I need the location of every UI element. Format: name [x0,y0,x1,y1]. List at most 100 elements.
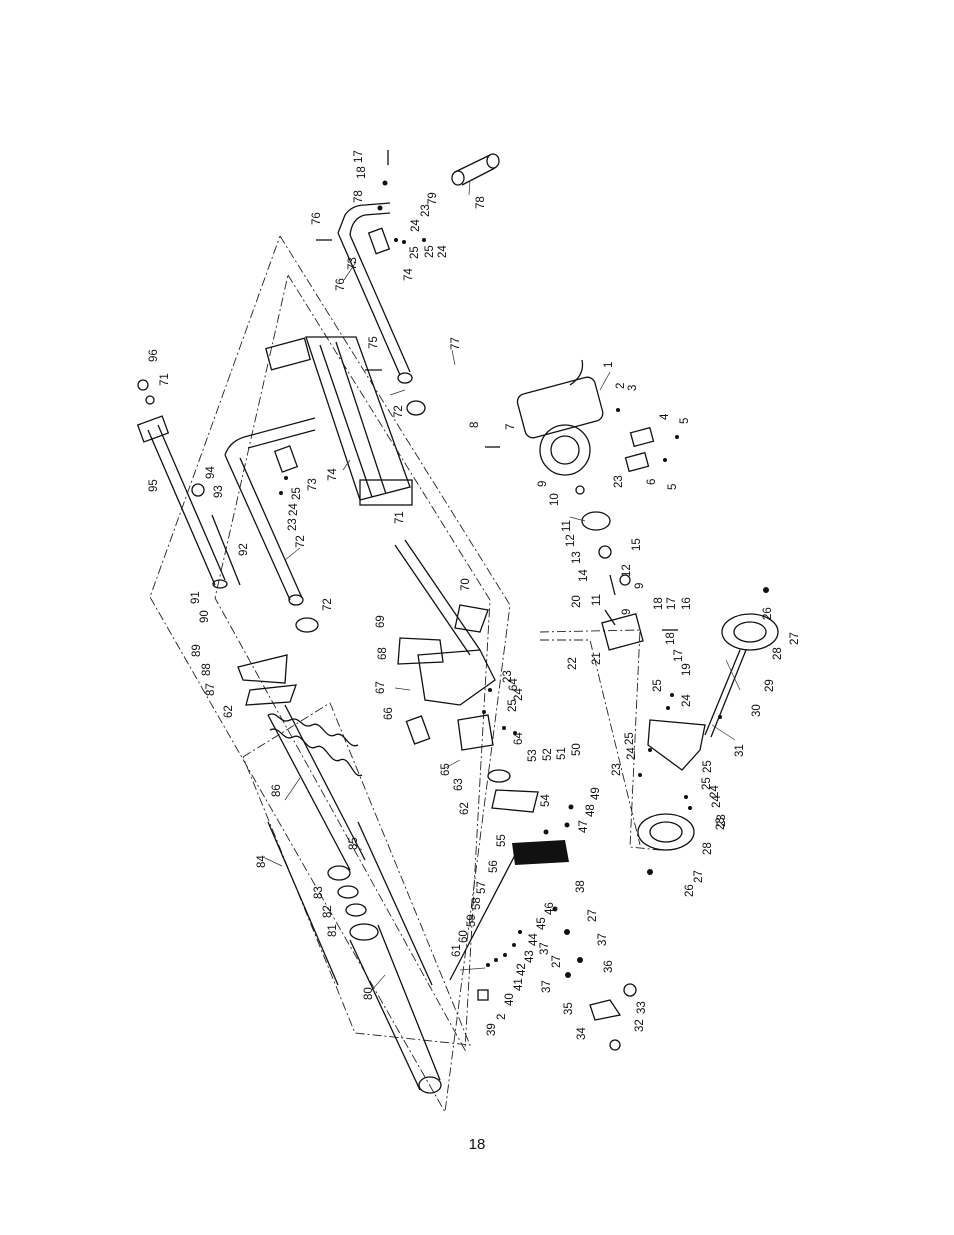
part-label-25: 25 [409,246,421,259]
part-label-45: 45 [536,917,548,930]
part-label-33: 33 [636,1001,648,1014]
part-label-42: 42 [516,963,528,976]
part-label-17: 17 [353,150,365,163]
part-label-8: 8 [469,422,481,428]
part-label-78: 78 [475,196,487,209]
part-label-95: 95 [148,479,160,492]
part-label-56: 56 [488,860,500,873]
part-label-31: 31 [734,744,746,757]
part-label-64: 64 [508,678,520,691]
column-tube [136,379,241,589]
assembly-outlines [149,235,661,1114]
part-label-73: 73 [347,257,359,270]
part-label-1: 1 [603,362,615,368]
part-label-2: 2 [496,1014,508,1020]
part-label-86: 86 [271,784,283,797]
part-label-34: 34 [576,1027,588,1040]
valve-block [449,840,637,1051]
part-label-25: 25 [507,699,519,712]
part-label-13: 13 [571,551,583,564]
motor [485,359,655,476]
part-label-25: 25 [424,245,436,258]
part-label-59: 59 [466,914,478,927]
part-label-76: 76 [335,278,347,291]
wheel-assembly [637,587,779,875]
part-label-23: 23 [287,518,299,531]
part-label-53: 53 [527,749,539,762]
part-label-22: 22 [567,657,579,670]
part-label-12: 12 [565,534,577,547]
part-label-75: 75 [368,336,380,349]
part-label-6: 6 [646,479,658,485]
part-label-84: 84 [256,855,268,868]
part-label-58: 58 [471,897,483,910]
part-label-28: 28 [772,647,784,660]
part-label-90: 90 [199,610,211,623]
part-label-18: 18 [356,166,368,179]
part-label-2: 2 [615,383,627,389]
part-label-71: 71 [159,373,171,386]
part-label-24: 24 [626,747,638,760]
part-label-24: 24 [711,795,723,808]
part-label-62: 62 [459,802,471,815]
part-label-16: 16 [681,597,693,610]
part-label-49: 49 [590,787,602,800]
part-label-74: 74 [403,268,415,281]
part-label-35: 35 [563,1002,575,1015]
part-label-37: 37 [597,933,609,946]
leader-lines [264,179,741,991]
part-label-20: 20 [571,595,583,608]
part-label-61: 61 [451,944,463,957]
part-label-27: 27 [693,870,705,883]
part-label-17: 17 [673,649,685,662]
part-label-15: 15 [631,538,643,551]
part-label-24: 24 [513,688,525,701]
part-label-27: 27 [551,955,563,968]
part-label-66: 66 [383,707,395,720]
part-label-79: 79 [427,192,439,205]
part-label-51: 51 [556,747,568,760]
pump-coupling [575,485,678,651]
part-label-26: 26 [684,884,696,897]
part-label-44: 44 [528,933,540,946]
part-label-72: 72 [295,535,307,548]
part-label-52: 52 [542,748,554,761]
part-label-40: 40 [504,993,516,1006]
part-label-12: 12 [621,564,633,577]
part-label-24: 24 [288,503,300,516]
part-label-19: 19 [681,663,693,676]
part-label-7: 7 [505,424,517,430]
part-label-38: 38 [575,880,587,893]
part-label-62: 62 [223,705,235,718]
part-label-11: 11 [591,594,603,606]
part-label-37: 37 [539,942,551,955]
part-label-76: 76 [311,212,323,225]
hardware [279,180,722,978]
part-label-87: 87 [205,683,217,696]
part-label-24: 24 [681,694,693,707]
part-label-65: 65 [440,763,452,776]
part-label-81: 81 [327,924,339,937]
part-label-78: 78 [353,190,365,203]
part-label-5: 5 [667,484,679,490]
part-label-10: 10 [549,493,561,506]
handle-assembly [316,150,500,384]
handle-bar [224,400,426,633]
part-label-9: 9 [621,609,633,615]
part-label-46: 46 [544,902,556,915]
part-label-23: 23 [611,763,623,776]
part-label-74: 74 [327,468,339,481]
part-label-39: 39 [486,1023,498,1036]
part-label-63: 63 [453,778,465,791]
part-label-70: 70 [460,578,472,591]
part-label-77: 77 [450,337,462,350]
part-label-25: 25 [624,732,636,745]
part-label-5: 5 [679,418,691,424]
part-label-18: 18 [665,632,677,645]
part-label-25: 25 [702,760,714,773]
part-label-4: 4 [659,413,671,420]
part-label-54: 54 [540,794,552,807]
part-label-64: 64 [513,732,525,745]
